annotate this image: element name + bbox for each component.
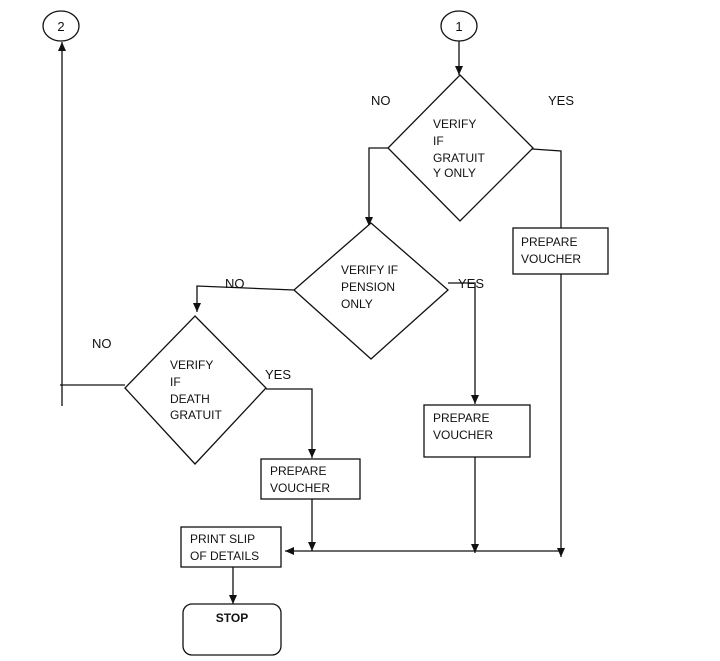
decision-pension-text: VERIFY IF PENSION ONLY bbox=[341, 263, 401, 311]
decision-gratuity-line-4: Y ONLY bbox=[433, 166, 476, 180]
decision-gratuity-yes-label: YES bbox=[548, 93, 574, 108]
decision-pension-yes-label: YES bbox=[458, 276, 484, 291]
decision-death-yes-label: YES bbox=[265, 367, 291, 382]
process-voucher-death-text: PREPARE VOUCHER bbox=[270, 464, 330, 495]
process-voucher-pension-text: PREPARE VOUCHER bbox=[433, 411, 493, 442]
process-print-slip-line-1: PRINT SLIP bbox=[190, 532, 255, 546]
process-voucher-gratuity-text: PREPARE VOUCHER bbox=[521, 235, 581, 266]
edge-death-yes bbox=[266, 388, 316, 458]
decision-pension-line-2: PENSION bbox=[341, 280, 395, 294]
decision-gratuity-no-label: NO bbox=[371, 93, 391, 108]
process-print-slip: PRINT SLIP OF DETAILS bbox=[180, 526, 282, 568]
connector-1: 1 bbox=[440, 10, 478, 42]
decision-gratuity-line-2: IF bbox=[433, 134, 444, 148]
decision-gratuity-line-3: GRATUIT bbox=[433, 151, 485, 165]
process-voucher-pension: PREPARE VOUCHER bbox=[423, 404, 531, 458]
edge-pension-no bbox=[193, 285, 295, 312]
decision-pension: VERIFY IF PENSION ONLY NO YES bbox=[225, 222, 484, 360]
decision-death-gratuity: VERIFY IF DEATH GRATUIT NO YES bbox=[92, 315, 291, 465]
edge-gratuity-yes bbox=[531, 148, 562, 228]
process-voucher-pension-line-1: PREPARE bbox=[433, 411, 489, 425]
process-voucher-gratuity: PREPARE VOUCHER bbox=[512, 227, 609, 275]
connector-2-label: 2 bbox=[57, 19, 64, 34]
edges bbox=[58, 41, 565, 604]
decision-gratuity-line-1: VERIFY bbox=[433, 117, 476, 131]
decision-pension-line-3: ONLY bbox=[341, 297, 373, 311]
process-voucher-gratuity-line-2: VOUCHER bbox=[521, 252, 581, 266]
edge-gratuity-no bbox=[365, 147, 388, 226]
terminal-stop-label: STOP bbox=[216, 611, 248, 625]
decision-death-text: VERIFY IF DEATH GRATUIT bbox=[170, 358, 222, 422]
terminal-stop: STOP bbox=[182, 603, 282, 656]
decision-death-no-label: NO bbox=[92, 336, 112, 351]
connector-1-label: 1 bbox=[455, 19, 462, 34]
decision-death-line-2: IF bbox=[170, 375, 181, 389]
process-voucher-gratuity-line-1: PREPARE bbox=[521, 235, 577, 249]
process-voucher-death-line-2: VOUCHER bbox=[270, 481, 330, 495]
decision-pension-line-1: VERIFY IF bbox=[341, 263, 398, 277]
process-voucher-pension-line-2: VOUCHER bbox=[433, 428, 493, 442]
edge-pension-yes bbox=[448, 282, 479, 404]
connector-2: 2 bbox=[42, 10, 80, 42]
process-print-slip-text: PRINT SLIP OF DETAILS bbox=[190, 532, 259, 563]
decision-death-line-3: DEATH bbox=[170, 392, 210, 406]
decision-death-line-4: GRATUIT bbox=[170, 408, 222, 422]
decision-death-line-1: VERIFY bbox=[170, 358, 213, 372]
process-voucher-death: PREPARE VOUCHER bbox=[260, 458, 361, 500]
process-voucher-death-line-1: PREPARE bbox=[270, 464, 326, 478]
decision-gratuity-text: VERIFY IF GRATUIT Y ONLY bbox=[433, 117, 488, 180]
process-print-slip-line-2: OF DETAILS bbox=[190, 549, 259, 563]
decision-gratuity: VERIFY IF GRATUIT Y ONLY NO YES bbox=[371, 74, 574, 222]
decision-pension-no-label: NO bbox=[225, 276, 245, 291]
